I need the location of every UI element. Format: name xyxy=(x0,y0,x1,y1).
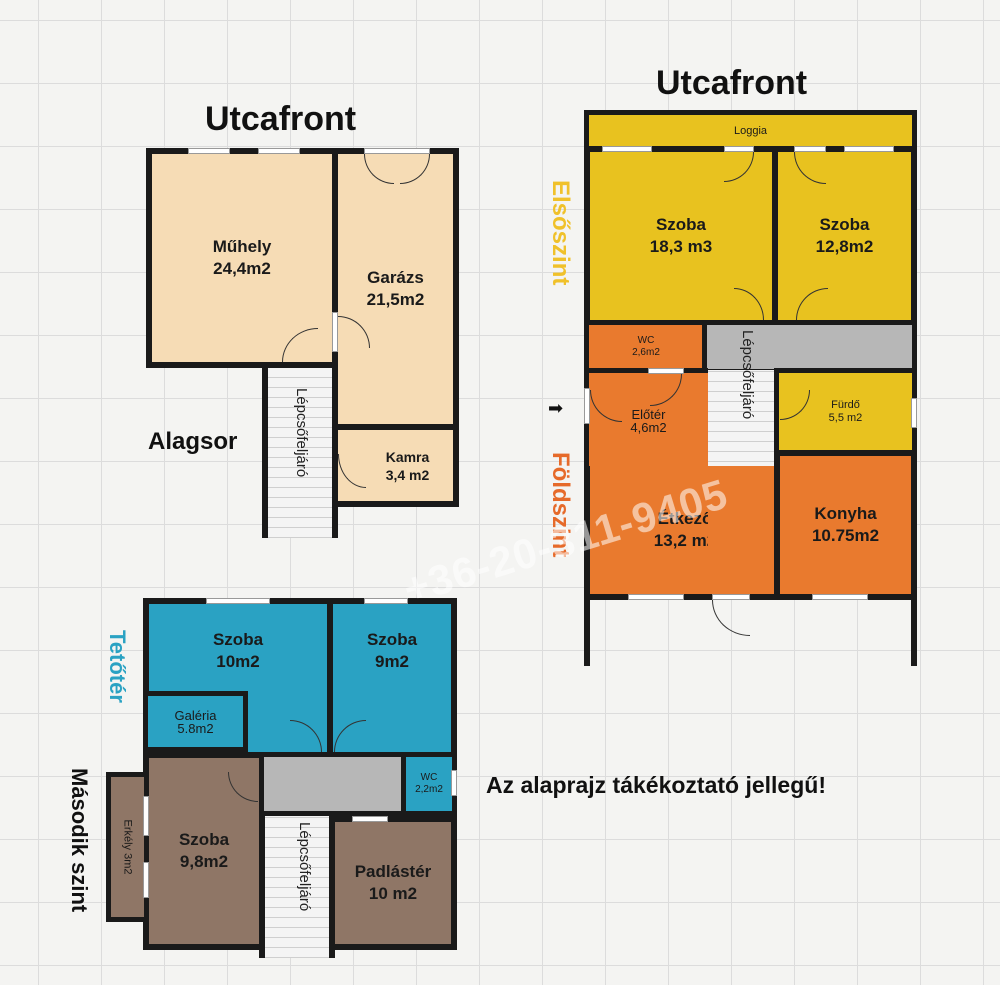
room-wc-second-area: 2,2m2 xyxy=(415,784,443,795)
street-front-heading-right: Utcafront xyxy=(656,64,808,102)
door-gap-entrance xyxy=(584,388,590,424)
room-galeria-name: Galéria xyxy=(174,707,217,723)
room-konyha-name: Konyha xyxy=(814,504,877,523)
window-muhely-1 xyxy=(188,148,230,154)
level-label-elsoszint: Elsőszint xyxy=(547,180,574,286)
disclaimer-note: Az alaprajz tákékoztató jellegű! xyxy=(486,772,826,798)
stairs-ground-label: Lépcsőfeljáró xyxy=(739,330,756,420)
room-szoba-attic-1-name: Szoba xyxy=(212,629,264,649)
window-garage xyxy=(364,148,430,154)
room-wc-ground-area: 2,6m2 xyxy=(632,347,660,358)
room-furdo-name: Fürdő xyxy=(831,399,860,411)
room-szoba-attic-2-name: Szoba xyxy=(366,629,418,649)
room-szoba-first-2-name: Szoba xyxy=(819,215,870,234)
room-galeria-area: 5.8m2 xyxy=(177,720,214,736)
room-szoba-first-1-area: 18,3 m3 xyxy=(649,237,713,256)
room-wc-second-name: WC xyxy=(420,772,438,783)
window-muhely-2 xyxy=(258,148,300,154)
room-garazs-area: 21,5m2 xyxy=(366,290,425,309)
window-padlaster xyxy=(352,816,388,822)
room-muhely: Műhely 24,4m2 xyxy=(146,148,338,368)
room-szoba-first-2: Szoba 12,8m2 xyxy=(772,146,917,326)
stairs-basement xyxy=(268,368,332,538)
room-etkezo-name: Étkező xyxy=(657,509,713,528)
room-szoba-attic-1-area: 10m2 xyxy=(216,651,260,671)
stairs-attic-label: Lépcsőfeljáró xyxy=(296,822,313,912)
hall-upper xyxy=(702,320,917,374)
room-muhely-area: 24,4m2 xyxy=(213,259,271,278)
room-loggia-name: Loggia xyxy=(733,124,768,137)
room-kamra-name: Kamra xyxy=(385,448,430,465)
window-szoba-first-2b xyxy=(844,146,894,152)
wall-stairs-basement-left xyxy=(262,366,268,538)
room-szoba-first-1-name: Szoba xyxy=(655,215,707,234)
window-wc-second xyxy=(451,770,457,796)
room-etkezo-area: 13,2 m2 xyxy=(653,531,717,550)
window-szoba-first-1 xyxy=(602,146,652,152)
room-erkely-name: Erkély 3m2 xyxy=(121,819,134,875)
window-attic-2 xyxy=(364,598,408,604)
level-label-masodik: Második szint xyxy=(67,768,92,913)
room-szoba-attic-2-area: 9m2 xyxy=(374,651,410,671)
window-eloter-wc xyxy=(648,368,684,374)
room-kamra-area: 3,4 m2 xyxy=(385,466,430,483)
room-erkely: Erkély 3m2 xyxy=(106,772,149,922)
wall-ground-right-extension xyxy=(911,598,917,666)
room-eloter-area: 4,6m2 xyxy=(630,419,667,435)
fill-eloter-etkezo-join xyxy=(708,490,780,594)
window-furdo xyxy=(911,398,917,428)
room-konyha: Konyha 10.75m2 xyxy=(774,450,917,600)
door-gap-balcony-1 xyxy=(143,796,149,836)
door-terrace xyxy=(712,600,750,636)
wall-stairs-basement-right xyxy=(332,500,338,538)
stairs-attic xyxy=(265,816,329,958)
window-szoba-first-2 xyxy=(794,146,826,152)
stairs-basement-label: Lépcsőfeljáró xyxy=(293,388,310,478)
room-loggia: Loggia xyxy=(584,110,917,152)
window-etkezo xyxy=(628,594,684,600)
level-label-teteter: Tetőtér xyxy=(105,630,130,703)
room-konyha-area: 10.75m2 xyxy=(811,526,880,545)
wall-ground-left-extension xyxy=(584,598,590,666)
room-garazs-name: Garázs xyxy=(367,268,424,287)
room-szoba-second-name: Szoba xyxy=(178,830,230,849)
room-garazs: Garázs 21,5m2 xyxy=(332,148,459,430)
hall-attic xyxy=(259,752,407,816)
window-attic-1 xyxy=(206,598,270,604)
room-muhely-name: Műhely xyxy=(212,237,272,256)
door-gap-garage xyxy=(332,312,338,352)
room-wc-ground-name: WC xyxy=(637,335,655,346)
wall-stairs-attic-left xyxy=(259,816,265,958)
room-szoba-second-area: 9,8m2 xyxy=(179,852,229,871)
level-label-alagsor: Alagsor xyxy=(148,428,238,455)
window-konyha xyxy=(812,594,868,600)
room-padlaster: Padlástér 10 m2 xyxy=(329,816,457,950)
room-furdo-area: 5,5 m2 xyxy=(828,412,863,424)
room-padlaster-area: 10 m2 xyxy=(368,884,418,903)
street-front-heading-left: Utcafront xyxy=(205,100,357,138)
door-gap-balcony-2 xyxy=(143,862,149,898)
room-eloter-name: Előtér xyxy=(631,406,666,422)
room-szoba-first-2-area: 12,8m2 xyxy=(815,237,874,256)
room-padlaster-name: Padlástér xyxy=(354,862,432,881)
window-szoba-first-1b xyxy=(724,146,754,152)
entrance-arrow-icon: ➡ xyxy=(548,398,564,418)
